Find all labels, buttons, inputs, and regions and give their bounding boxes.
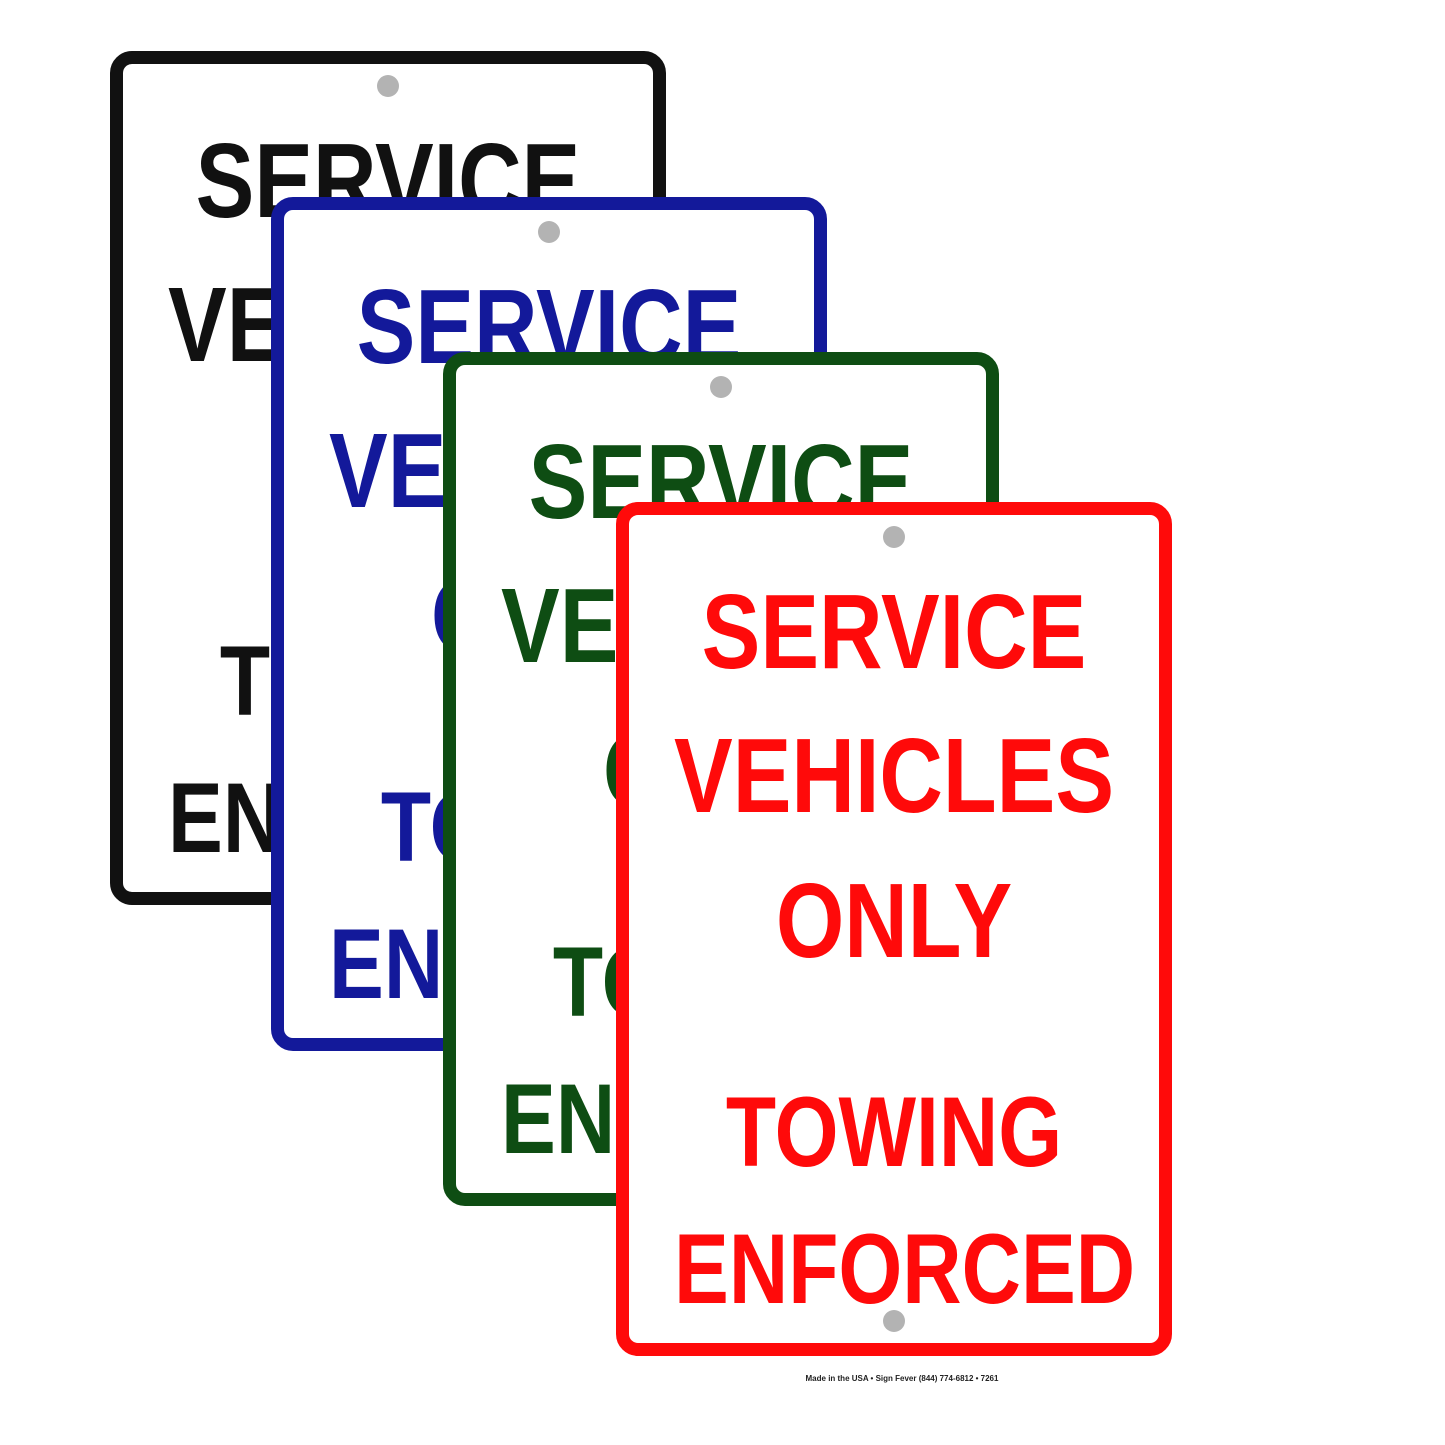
sign-line-only: ONLY [775, 862, 1013, 980]
mounting-hole-top [710, 376, 732, 398]
mounting-hole-top [883, 526, 905, 548]
sign-red: SERVICE VEHICLES ONLY TOWING ENFORCED [616, 502, 1172, 1356]
mounting-hole-top [538, 221, 560, 243]
sign-line-vehicles: VEHICLES [674, 717, 1115, 835]
sign-line-enforced: ENFORCED [674, 1213, 1136, 1324]
mounting-hole-top [377, 75, 399, 97]
sign-line-towing: TOWING [725, 1076, 1063, 1187]
manufacturer-footer: Made in the USA • Sign Fever (844) 774-6… [805, 1374, 999, 1383]
sign-line-service: SERVICE [701, 573, 1087, 691]
mounting-hole-bottom [883, 1310, 905, 1332]
